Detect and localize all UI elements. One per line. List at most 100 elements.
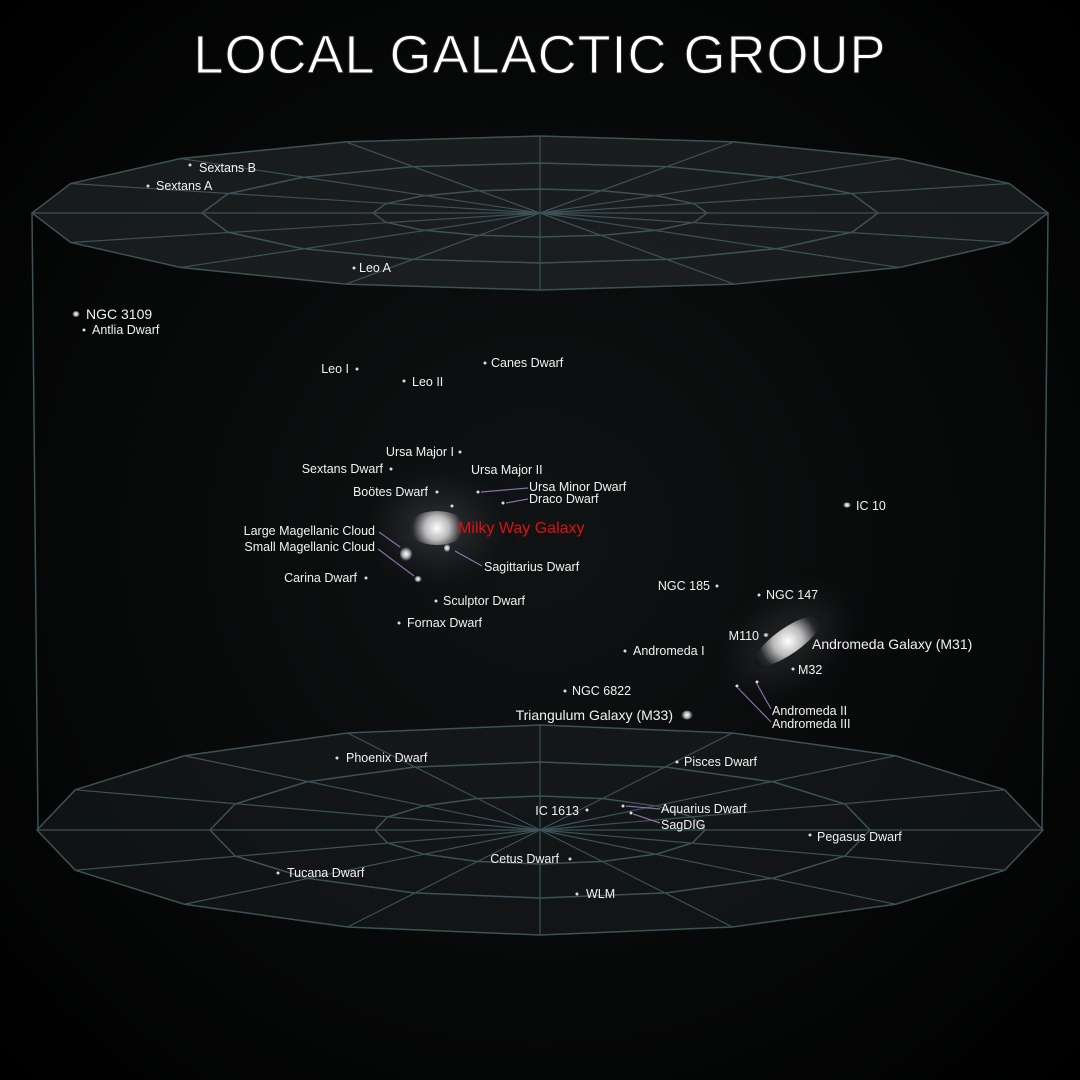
label-aquarius-dwarf: Aquarius Dwarf — [661, 802, 747, 816]
disc-spoke — [75, 829, 541, 871]
label-ic-10: IC 10 — [856, 499, 886, 513]
leader-smc — [377, 548, 415, 577]
dot — [568, 857, 572, 861]
dot — [146, 184, 150, 188]
disc-spoke — [539, 829, 733, 928]
label-leo-i: Leo I — [321, 362, 349, 376]
dot — [335, 756, 339, 760]
disc-spoke — [539, 829, 1005, 871]
dot — [621, 804, 625, 808]
smc-image — [414, 576, 422, 582]
dot — [389, 467, 393, 471]
label-sagdig: SagDIG — [661, 818, 706, 832]
dot — [808, 833, 812, 837]
label-sextans-a: Sextans A — [156, 179, 213, 193]
dot — [397, 621, 401, 625]
label-ic-1613: IC 1613 — [535, 804, 579, 818]
dot — [188, 163, 192, 167]
label-fornax-dwarf: Fornax Dwarf — [407, 616, 483, 630]
disc-spoke — [70, 182, 541, 214]
label-sextans-dwarf: Sextans Dwarf — [301, 462, 383, 476]
page-title: LOCAL GALACTIC GROUP — [193, 25, 887, 86]
dot — [735, 684, 739, 688]
disc-spoke — [180, 212, 541, 269]
dot — [434, 599, 438, 603]
label-wlm: WLM — [586, 887, 616, 901]
leader-lmc — [378, 531, 401, 548]
label-small-magellanic-cloud: Small Magellanic Cloud — [244, 540, 375, 554]
label-andromeda-iii: Andromeda III — [772, 717, 851, 731]
label-ngc-185: NGC 185 — [657, 579, 710, 593]
disc-spoke — [75, 789, 541, 831]
label-sextans-b: Sextans B — [199, 161, 256, 175]
label-sagittarius-dwarf: Sagittarius Dwarf — [484, 560, 580, 574]
label-ngc-3109: NGC 3109 — [86, 306, 153, 322]
ngc-3109-image — [72, 311, 80, 317]
disc-spoke — [539, 212, 1010, 244]
dot — [585, 808, 589, 812]
disc-spoke — [345, 212, 541, 285]
disc-spoke — [539, 755, 896, 831]
dot — [563, 689, 567, 693]
label-milky-way-galaxy: Milky Way Galaxy — [458, 520, 585, 537]
dot — [629, 811, 633, 815]
dot — [675, 760, 679, 764]
dot — [450, 504, 454, 508]
sagittarius-image — [444, 543, 450, 553]
label-andromeda-i: Andromeda I — [633, 644, 705, 658]
triangulum-galaxy-image — [681, 710, 693, 720]
label-leo-ii: Leo II — [412, 375, 444, 389]
label-m32: M32 — [798, 663, 823, 677]
label-carina-dwarf: Carina Dwarf — [284, 571, 357, 585]
label-tucana-dwarf: Tucana Dwarf — [287, 866, 365, 880]
dot — [575, 892, 579, 896]
lmc-image — [400, 547, 412, 561]
label-ursa-major-ii: Ursa Major II — [471, 463, 543, 477]
label-antlia-dwarf: Antlia Dwarf — [92, 323, 160, 337]
disc-spoke — [184, 755, 541, 831]
disc-spoke — [539, 789, 1005, 831]
disc-spoke — [539, 212, 900, 269]
dot — [623, 649, 627, 653]
disc-spoke — [347, 732, 541, 831]
ic-10-image — [842, 502, 852, 508]
leader-draco — [505, 498, 529, 504]
milky-way-galaxy-image — [407, 511, 467, 545]
disc-spoke — [539, 182, 1010, 214]
dot — [82, 328, 86, 332]
dot — [791, 667, 795, 671]
label-cetus-dwarf: Cetus Dwarf — [490, 852, 559, 866]
cylinder-left-edge — [31, 212, 39, 831]
leader-sagdig — [632, 813, 661, 824]
disc-spoke — [345, 141, 541, 214]
label-large-magellanic-cloud: Large Magellanic Cloud — [243, 524, 375, 538]
label-triangulum-galaxy: Triangulum Galaxy (M33) — [515, 707, 673, 723]
dot — [483, 361, 487, 365]
label-pisces-dwarf: Pisces Dwarf — [684, 755, 757, 769]
dot — [352, 266, 356, 270]
label-leo-a: Leo A — [359, 261, 391, 275]
leader-aquarius — [625, 805, 661, 810]
disc-spoke — [347, 829, 541, 928]
dot — [355, 367, 359, 371]
dot — [402, 379, 406, 383]
label-phoenix-dwarf: Phoenix Dwarf — [346, 751, 428, 765]
label-ursa-major-i: Ursa Major I — [385, 445, 454, 459]
label-sculptor-dwarf: Sculptor Dwarf — [443, 594, 525, 608]
dot — [715, 584, 719, 588]
leader-lines — [377, 487, 772, 824]
dot — [458, 450, 462, 454]
leader-sagittarius — [454, 550, 483, 567]
label-pegasus-dwarf: Pegasus Dwarf — [817, 830, 902, 844]
dot — [755, 680, 759, 684]
top-disc — [30, 135, 1050, 291]
dot — [435, 490, 439, 494]
dot — [501, 501, 505, 505]
dot — [364, 576, 368, 580]
disc-spoke — [539, 212, 735, 285]
disc-spoke — [70, 212, 541, 244]
label-ursa-minor-dwarf: Ursa Minor Dwarf — [529, 480, 627, 494]
label-draco-dwarf: Draco Dwarf — [529, 492, 599, 506]
